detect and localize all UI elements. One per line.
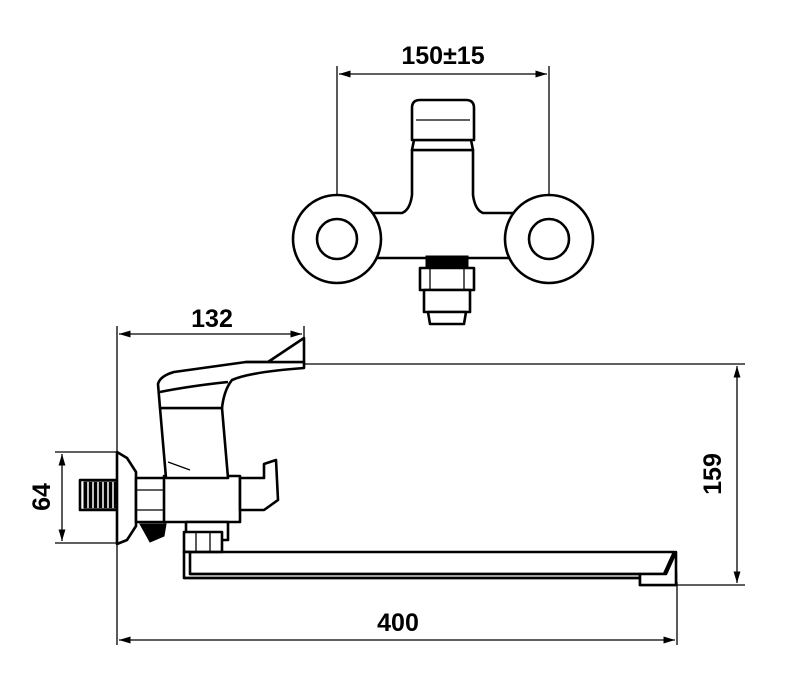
handle-reach-label: 132 <box>191 305 233 333</box>
overall-height-label: 159 <box>699 453 727 495</box>
top-collar <box>410 138 475 152</box>
flange-height-label: 64 <box>28 483 56 511</box>
right-eccentric <box>503 193 595 285</box>
dimension-spout-length: 400 <box>118 582 678 645</box>
top-diverter <box>418 255 476 326</box>
threaded-inlet <box>78 478 122 512</box>
spout-length-label: 400 <box>377 609 419 637</box>
swivel-spout <box>182 550 678 587</box>
inlet-spacing-label: 150±15 <box>401 42 484 70</box>
cartridge-housing <box>158 406 230 480</box>
diverter-knob <box>238 458 280 512</box>
eccentric-nut <box>134 476 168 543</box>
dimension-inlet-spacing: 150±15 <box>336 42 550 240</box>
left-eccentric <box>291 193 383 285</box>
wall-flange <box>115 450 138 546</box>
dimension-flange-height: 64 <box>28 451 118 544</box>
dimension-overall-height: 159 <box>290 363 745 586</box>
top-view: 150±15 <box>291 42 595 326</box>
top-body <box>370 148 515 260</box>
lever-handle <box>156 336 306 410</box>
side-view: 132 159 64 400 <box>28 305 745 645</box>
mixer-body <box>162 474 242 524</box>
outlet-nut <box>182 520 230 554</box>
